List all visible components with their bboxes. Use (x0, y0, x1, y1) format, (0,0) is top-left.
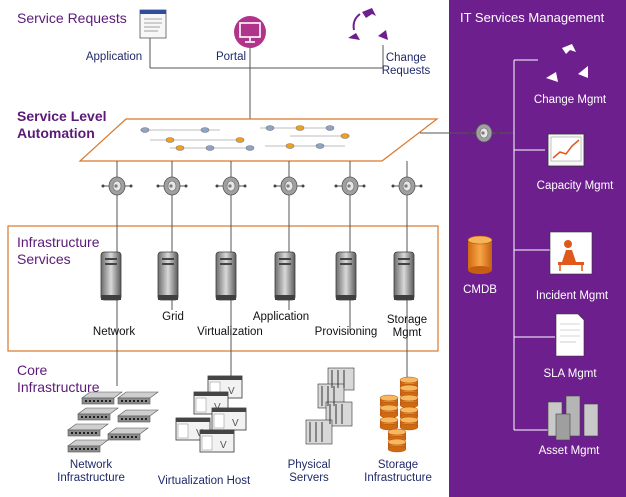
server-icon (393, 251, 415, 301)
sla-document-icon (555, 313, 585, 357)
virtualization-host-label: Virtualization Host (157, 475, 251, 487)
blade-servers-icon (305, 367, 355, 445)
capacity-mgmt-label: Capacity Mgmt (536, 180, 614, 192)
automation-workflow (140, 125, 350, 151)
change-cycle-icon (348, 8, 388, 40)
change-mgmt-icon (546, 44, 588, 82)
switch-icon (67, 439, 109, 453)
connector-icon (215, 176, 247, 196)
service-requests-title: Service Requests (17, 10, 127, 26)
service-storage-mgmt-label: Storage Mgmt (386, 314, 428, 339)
service-grid-label: Grid (162, 311, 184, 323)
virtual-host-icon (211, 407, 247, 431)
document-icon (139, 9, 167, 39)
switch-icon (77, 407, 119, 421)
infrastructure-services-box (7, 225, 439, 352)
cmdb-label: CMDB (463, 284, 497, 296)
request-lines (149, 38, 384, 124)
portal-label: Portal (215, 51, 247, 63)
service-provisioning-label: Provisioning (314, 326, 378, 338)
connector-icon (156, 176, 188, 196)
server-icon (335, 251, 357, 301)
service-level-automation-title: Service Level Automation (17, 108, 107, 141)
network-infrastructure-label: Network Infrastructure (57, 459, 125, 484)
switch-icon (117, 409, 159, 423)
network-switches (67, 391, 159, 453)
monitor-icon (234, 16, 266, 48)
connector-icon (391, 176, 423, 196)
change-mgmt-label: Change Mgmt (533, 94, 607, 106)
service-virtualization-label: Virtualization (197, 326, 263, 338)
server-icon (215, 251, 237, 301)
connector-icon (101, 176, 133, 196)
incident-mgmt-label: Incident Mgmt (535, 290, 609, 302)
service-application-label: Application (252, 311, 310, 323)
itsm-lines (513, 59, 555, 431)
storage-infrastructure-label: Storage Infrastructure (364, 459, 432, 484)
application-label: Application (85, 51, 143, 63)
physical-servers-label: Physical Servers (287, 459, 331, 484)
connector-icon (334, 176, 366, 196)
switch-icon (107, 427, 149, 441)
server-icon (157, 251, 179, 301)
service-connectors (101, 176, 423, 196)
asset-mgmt-label: Asset Mgmt (538, 445, 600, 457)
cmdb-database-icon (467, 235, 493, 274)
chart-icon (547, 133, 585, 167)
connector-icon (273, 176, 305, 196)
asset-servers-icon (547, 395, 599, 441)
switch-icon (117, 391, 159, 405)
automation-grid-icon (78, 118, 439, 162)
core-infrastructure-title: Core Infrastructure (17, 362, 100, 395)
virtualization-hosts (175, 375, 247, 453)
storage-disks-icon (379, 376, 419, 453)
it-services-management-title: IT Services Management (460, 10, 605, 25)
incident-person-icon (549, 231, 593, 275)
service-network-label: Network (92, 326, 136, 338)
server-icon (274, 251, 296, 301)
infrastructure-services-title: Infrastructure Services (17, 234, 100, 267)
virtual-host-icon (199, 429, 235, 453)
service-servers (100, 251, 415, 301)
sla-mgmt-label: SLA Mgmt (543, 368, 597, 380)
switch-icon (67, 423, 109, 437)
change-requests-label: Change Requests (381, 52, 431, 77)
